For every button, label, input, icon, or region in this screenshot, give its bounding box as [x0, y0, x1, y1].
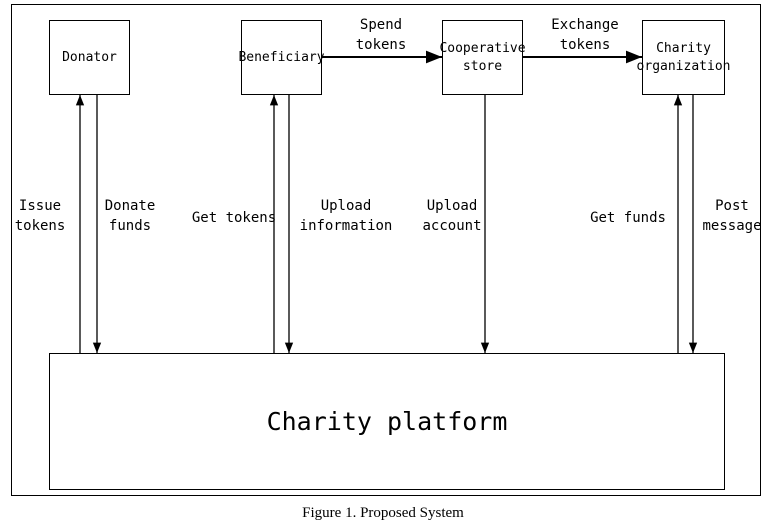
node-donator: Donator [49, 20, 130, 95]
label-exchange-tokens: Exchange tokens [551, 17, 619, 54]
node-charity-platform: Charity platform [49, 353, 725, 490]
node-beneficiary: Beneficiary [238, 20, 325, 95]
node-charity-organization: Charity organization [637, 20, 730, 95]
label-upload-information: Upload information [299, 198, 393, 235]
label-donate-funds: Donate funds [104, 198, 156, 235]
node-charity-platform-label: Charity platform [266, 407, 508, 436]
node-cooperative-store-label: Cooperative store [439, 40, 526, 74]
label-spend-tokens: Spend tokens [355, 17, 407, 54]
label-issue-tokens: Issue tokens [14, 198, 66, 235]
figure-frame [11, 4, 761, 496]
node-beneficiary-label: Beneficiary [238, 49, 325, 65]
label-get-tokens: Get tokens [191, 210, 277, 226]
node-cooperative-store: Cooperative store [439, 20, 526, 95]
label-upload-account: Upload account [422, 198, 482, 235]
label-post-message: Post message [702, 198, 762, 235]
figure-caption: Figure 1. Proposed System [302, 505, 464, 521]
node-donator-label: Donator [62, 49, 117, 65]
node-charity-organization-label: Charity organization [636, 40, 731, 74]
label-get-funds: Get funds [590, 210, 666, 226]
